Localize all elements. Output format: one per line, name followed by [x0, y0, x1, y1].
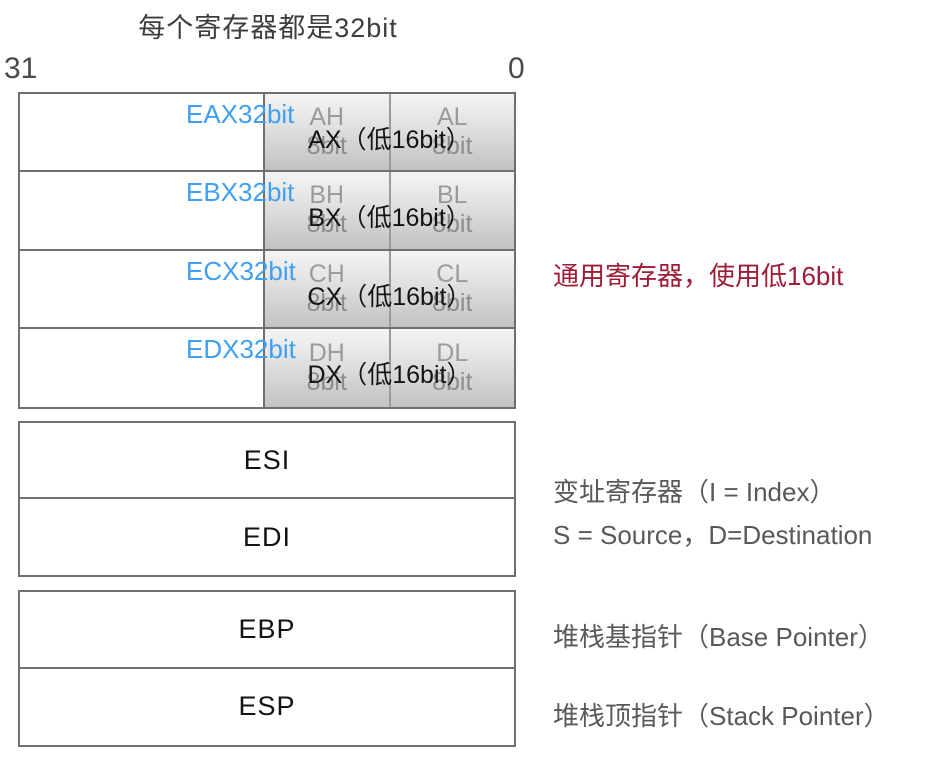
bl-label: BL — [436, 181, 468, 210]
dl-label: DL — [436, 338, 469, 367]
dh-size-label: 8bit — [306, 367, 347, 396]
general-registers-note-text: 通用寄存器，使用低16bit — [553, 261, 844, 291]
esi-label: ESI — [243, 444, 291, 475]
register-row-esi: ESI — [20, 423, 514, 499]
index-registers-note-line2: S = Source，D=Destination — [553, 520, 873, 550]
ecx-register-label: ECX32bit — [186, 255, 296, 286]
eax-register-label: EAX32bit — [186, 99, 295, 129]
register-row-esp: ESP — [20, 669, 514, 746]
al-size-label: 8bit — [432, 132, 473, 161]
esp-label: ESP — [238, 691, 296, 722]
register-row-ebx: BH 8bit BL 8bit EBX32bit BX（低16bit） — [20, 172, 515, 251]
cl-size-label: 8bit — [432, 288, 473, 317]
ebp-label: EBP — [238, 613, 296, 644]
ch-label: CH — [308, 259, 345, 288]
register-row-ecx: CH 8bit CL 8bit ECX32bit CX（低16bit） — [20, 250, 515, 329]
dl-subcell: DL 8bit — [391, 329, 515, 407]
eax-high16-cell — [20, 94, 263, 171]
al-label: AL — [436, 103, 468, 132]
ah-size-label: 8bit — [306, 132, 347, 161]
diagram-title: 每个寄存器都是32bit — [138, 13, 398, 43]
al-subcell: AL 8bit — [391, 94, 515, 170]
pointer-registers-box: EBP ESP — [18, 590, 516, 747]
ebx-high16-cell — [20, 172, 263, 249]
bh-subcell: BH 8bit — [265, 172, 391, 249]
cl-subcell: CL 8bit — [391, 251, 515, 327]
esp-note: 堆栈顶指针（Stack Pointer） — [553, 701, 890, 731]
ebp-note: 堆栈基指针（Base Pointer） — [553, 622, 884, 652]
index-registers-box: ESI EDI — [18, 421, 516, 577]
dl-size-label: 8bit — [432, 367, 473, 396]
bl-size-label: 8bit — [432, 210, 473, 239]
register-row-ebp: EBP — [20, 592, 514, 669]
edx-low16-cell: DH 8bit DL 8bit — [263, 328, 515, 407]
ecx-high16-cell — [20, 250, 263, 327]
ch-subcell: CH 8bit — [265, 250, 391, 327]
eax-low16-cell: AH 8bit AL 8bit — [263, 94, 515, 171]
ghost-text-artifact-faint: 低16bit — [869, 305, 940, 335]
bx-low16-overlay: BX（低16bit） — [308, 204, 471, 233]
cx-low16-overlay: CX（低16bit） — [307, 282, 472, 311]
bit-index-0: 0 — [508, 52, 525, 85]
ah-subcell: AH 8bit — [265, 94, 391, 171]
bh-size-label: 8bit — [306, 210, 347, 239]
general-registers-note: 通用寄存器，使用低16bit 低16bit 低16bit — [553, 256, 940, 335]
edx-register-label: EDX32bit — [186, 333, 296, 364]
edi-label: EDI — [242, 521, 291, 552]
ah-label: AH — [309, 103, 345, 132]
register-row-eax: AH 8bit AL 8bit EAX32bit AX（低16bit） — [20, 94, 515, 173]
dh-label: DH — [308, 338, 345, 367]
bh-label: BH — [309, 181, 345, 210]
edx-high16-cell — [20, 328, 263, 407]
cl-label: CL — [436, 259, 469, 288]
ch-size-label: 8bit — [306, 288, 347, 317]
ecx-low16-cell: CH 8bit CL 8bit — [263, 250, 515, 327]
dx-low16-overlay: DX（低16bit） — [307, 360, 472, 389]
general-registers-box: AH 8bit AL 8bit EAX32bit AX（低16bit） BH 8… — [18, 92, 516, 409]
bit-index-31: 31 — [4, 52, 38, 85]
register-row-edi: EDI — [20, 499, 514, 575]
ebx-low16-cell: BH 8bit BL 8bit — [263, 172, 515, 249]
register-row-edx: DH 8bit DL 8bit EDX32bit DX（低16bit） — [20, 328, 515, 407]
ax-low16-overlay: AX（低16bit） — [308, 126, 471, 154]
ebx-register-label: EBX32bit — [186, 177, 295, 208]
bl-subcell: BL 8bit — [391, 172, 515, 248]
index-registers-note-line1: 变址寄存器（I = Index） — [553, 477, 836, 507]
dh-subcell: DH 8bit — [265, 328, 391, 407]
